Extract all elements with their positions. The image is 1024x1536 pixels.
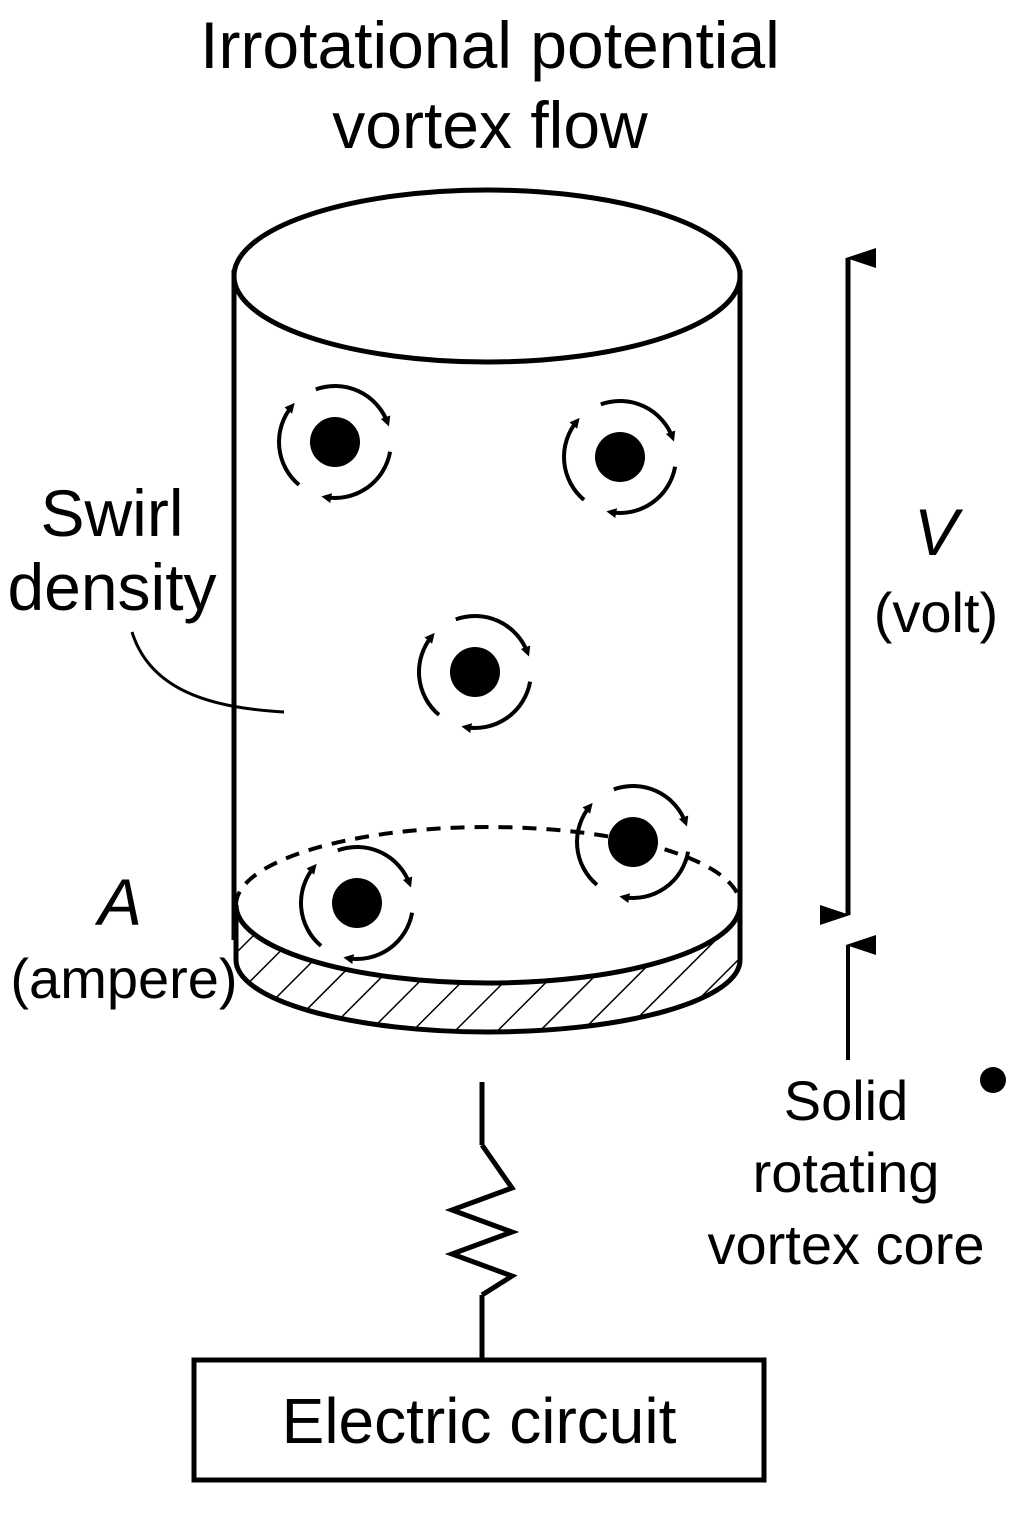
vortex-2 (562, 399, 678, 519)
swirl-label-line-2: density (7, 550, 216, 624)
title-line-1: Irrotational potential (200, 8, 780, 82)
cross-section-ellipse (233, 825, 743, 986)
swirl-arrow (299, 863, 323, 948)
voltage-symbol: V (914, 495, 964, 569)
swirl-arrow (321, 451, 393, 504)
current-unit: (ampere) (10, 947, 237, 1010)
swirl-arrow (575, 802, 599, 887)
swirl-arrow (619, 851, 691, 904)
vortex-layer (277, 384, 691, 965)
swirl-arrow (417, 632, 441, 717)
electric-circuit-box: Electric circuit (191, 1357, 767, 1483)
core-label-line-3: vortex core (708, 1213, 985, 1276)
swirl-arrow (613, 784, 689, 827)
vortex-1 (277, 384, 393, 504)
swirl-label-line-1: Swirl (41, 476, 184, 550)
swirl-arrow (606, 466, 678, 519)
swirl-leader-line (130, 631, 285, 714)
vortex-3 (417, 614, 533, 734)
title-line-2: vortex flow (332, 88, 648, 162)
core-label-line-1: Solid (784, 1069, 909, 1132)
swirl-arrow (562, 417, 586, 502)
voltage-unit: (volt) (874, 581, 998, 644)
swirl-arrow (343, 912, 415, 965)
resistor-wire (444, 1082, 520, 1360)
cylinder-top (231, 187, 743, 365)
swirl-arrow (455, 614, 531, 657)
vortex-core (608, 817, 658, 867)
vortex-5 (299, 845, 415, 965)
cylinder (231, 187, 743, 940)
resistor-zigzag (444, 1143, 520, 1298)
vortex-core (310, 417, 360, 467)
electric-circuit-label: Electric circuit (282, 1385, 677, 1457)
swirl-arrow (461, 681, 533, 734)
swirl-arrow (337, 845, 413, 888)
core-legend-dot (980, 1067, 1006, 1093)
vortex-4 (575, 784, 691, 904)
vortex-core (595, 432, 645, 482)
swirl-arrow (277, 402, 301, 487)
swirl-arrow (315, 384, 391, 427)
swirl-arrow (600, 399, 676, 442)
core-label-line-2: rotating (753, 1141, 940, 1204)
vortex-core (450, 647, 500, 697)
vortex-core (332, 878, 382, 928)
current-symbol: A (94, 865, 142, 939)
